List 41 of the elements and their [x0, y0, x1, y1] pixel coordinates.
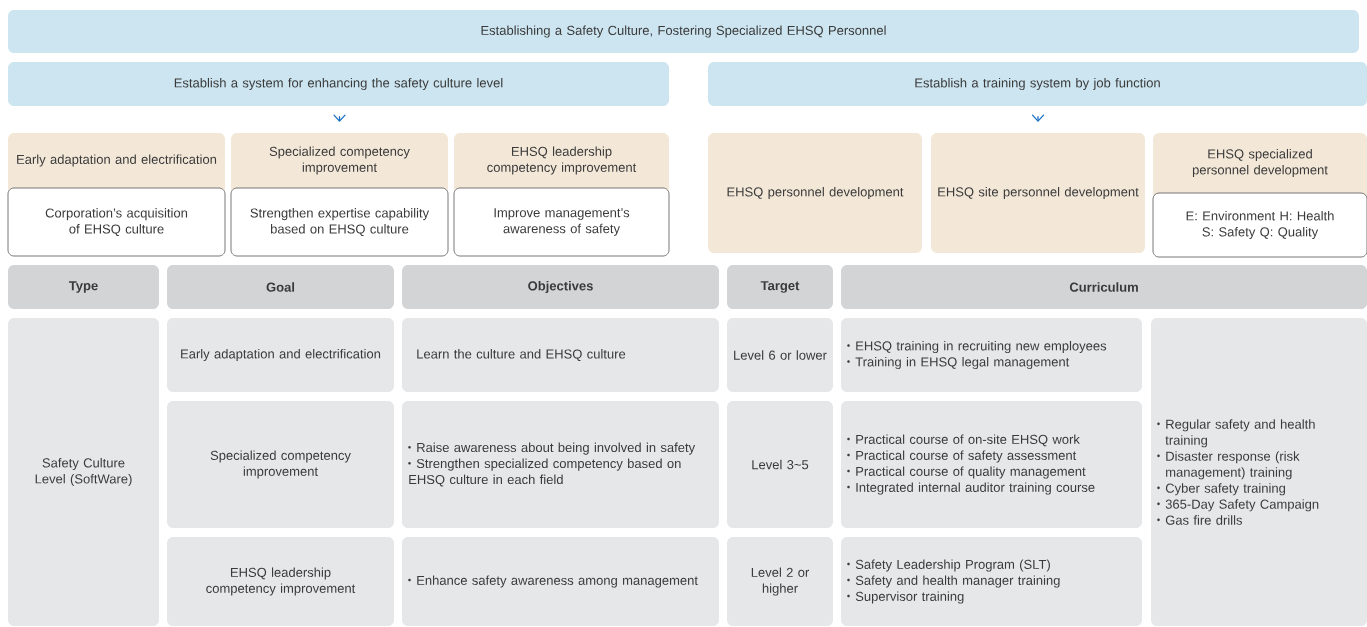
goal-card: EHSQ personnel development [708, 133, 922, 253]
label: Cyber safety training [1165, 483, 1286, 496]
table-cell: EHSQ leadership competency improvement [167, 537, 394, 626]
label: Disaster response (risk management) training [1166, 451, 1300, 480]
table-cell: Level 2 or higher [727, 537, 833, 626]
table-cell: Specialized competency improvement [167, 401, 394, 528]
label: 365-Day Safety Campaign [1165, 499, 1319, 512]
goal-card: Early adaptation and electrification Corporation’s acquisition of EHSQ culture [7, 133, 226, 257]
label: Practical course of on-site EHSQ work [856, 434, 1080, 447]
label: Practical course of quality management [856, 466, 1086, 479]
node-label: Specialized competency improvement [269, 146, 410, 175]
table-cell: Regular safety and health training Disaster response (risk management) training Cyber safety training 365-Day Safety Campaign Gas fire drills [1151, 318, 1367, 626]
goal-card: EHSQ specialized personnel development E: Environment H: Health S: Safety Q: Quality [1152, 133, 1367, 258]
table-cell: Level 3~5 [727, 401, 833, 528]
table-cell: Raise awareness about being involved in safety Strengthen specialized competency based on EHSQ culture in each field [402, 401, 719, 528]
table-cell: Safety Culture Level (SoftWare) [8, 318, 159, 626]
goal-card: EHSQ leadership competency improvement Improve management’s awareness of safety [453, 133, 670, 257]
label: Gas fire drills [1165, 515, 1243, 525]
label: Regular safety and health training [1165, 419, 1315, 448]
table-cell: Level 6 or lower [727, 318, 833, 392]
table-cell: Learn the culture and EHSQ culture [402, 318, 719, 392]
label: Integrated internal auditor training course [856, 482, 1095, 495]
node-label: E: Environment H: Health S: Safety Q: Quality [1186, 210, 1334, 240]
table-cell: Early adaptation and electrification [167, 318, 394, 392]
column-header: Type [8, 265, 159, 309]
heading-banner: Establish a training system by job function [708, 62, 1367, 106]
column-header: Goal [167, 265, 394, 309]
table-cell: Safety Leadership Program (SLT) Safety and health manager training Supervisor training [841, 537, 1142, 626]
node-label: Early adaptation and electrification [17, 154, 217, 167]
table-cell: Practical course of on-site EHSQ work Practical course of safety assessment Practical course of quality management Integrated internal auditor training course [841, 401, 1142, 528]
column-header: Curriculum [841, 265, 1367, 309]
goal-card: Specialized competency improvement Strengthen expertise capability based on EHSQ culture [230, 133, 449, 257]
table-cell: Enhance safety awareness among management [402, 537, 719, 626]
goal-card: EHSQ site personnel development [931, 133, 1145, 253]
label: Practical course of safety assessment [856, 450, 1077, 463]
table-cell: EHSQ training in recruiting new employees Training in EHSQ legal management [841, 318, 1142, 392]
column-header: Objectives [402, 265, 719, 309]
node-label: EHSQ leadership competency improvement [487, 146, 637, 175]
column-header: Target [727, 265, 833, 309]
heading-banner: Establishing a Safety Culture, Fostering Specialized EHSQ Personnel [8, 10, 1359, 53]
heading-banner: Establish a system for enhancing the safety culture level [8, 62, 669, 106]
